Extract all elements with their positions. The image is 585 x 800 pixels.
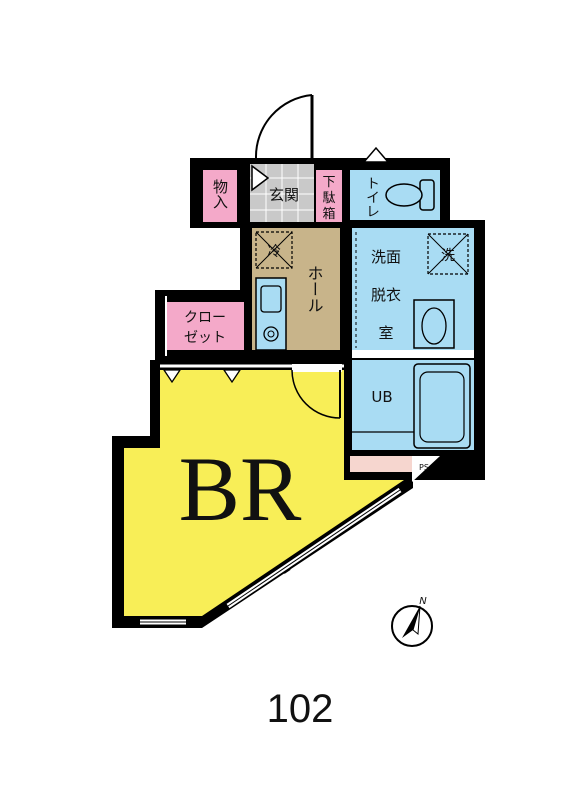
washer-label: 洗 <box>441 248 455 264</box>
hall-label: ホール <box>305 265 324 313</box>
fridge-label: 冷 <box>267 244 281 260</box>
closet-label-1: クロー <box>184 310 226 326</box>
ps-corner <box>412 456 440 482</box>
storage-label: 物入 <box>211 179 229 209</box>
washroom-label-2: 脱衣 <box>371 286 401 304</box>
shoe-box-label-3: 箱 <box>322 206 335 222</box>
pipe-space <box>350 456 412 472</box>
closet-door-arrow-1 <box>162 369 182 384</box>
closet-door-arrow-2 <box>222 369 242 384</box>
entrance-label: 玄関 <box>269 186 299 204</box>
bedroom-label: BR <box>179 438 302 540</box>
north-compass <box>391 605 433 647</box>
toilet-fixture <box>385 179 435 211</box>
bathtub <box>413 363 471 449</box>
washer-space <box>427 233 469 275</box>
storage-room <box>203 170 237 222</box>
entrance-step-grid <box>250 164 314 222</box>
closet <box>166 302 244 350</box>
unit-number: 102 <box>267 687 334 731</box>
kitchen-counter <box>255 277 287 351</box>
shoe-box <box>316 170 342 222</box>
shoe-box-label-2: 駄 <box>322 191 335 206</box>
closet-label-2: ゼット <box>184 330 226 346</box>
toilet-label: トイレ <box>364 176 380 218</box>
wash-ub-opening <box>352 350 474 358</box>
bath-label: UB <box>371 388 392 406</box>
washroom-label-1: 洗面 <box>371 248 401 266</box>
ps-label: PS <box>419 463 429 472</box>
shoe-box-label-1: 下 <box>322 175 335 190</box>
entrance-door <box>254 94 314 159</box>
fridge-space <box>255 231 293 269</box>
toilet-door-arrow <box>362 146 390 163</box>
bedroom-door <box>291 364 342 419</box>
entrance-arrow <box>251 164 270 192</box>
window-diagonal <box>226 487 402 609</box>
north-label: N <box>419 596 427 607</box>
bedroom <box>124 370 404 616</box>
washbasin <box>413 299 455 349</box>
washroom-label-3: 室 <box>378 324 393 342</box>
